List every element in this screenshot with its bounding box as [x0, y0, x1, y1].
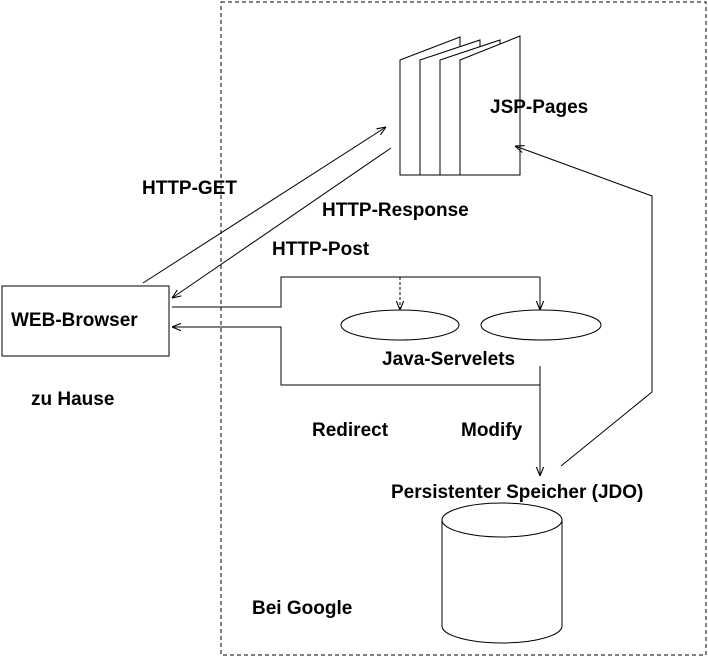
persistent-storage-label: Persistenter Speicher (JDO) [391, 482, 644, 503]
http-response-label: HTTP-Response [322, 200, 469, 221]
http-get-label: HTTP-GET [142, 178, 237, 199]
redirect-label: Redirect [312, 420, 389, 441]
storage-to-jsp-arrow [515, 146, 653, 467]
servlet-1-ellipse [340, 309, 460, 341]
http-get-arrow [142, 127, 386, 284]
http-post-label: HTTP-Post [272, 239, 370, 260]
bei-google-label: Bei Google [252, 598, 353, 619]
modify-label: Modify [461, 420, 523, 441]
web-browser-box [1, 285, 170, 357]
jsp-pages-stack-icon [399, 35, 521, 176]
servlet-2-ellipse [480, 309, 602, 341]
jsp-pages-label: JSP-Pages [490, 97, 589, 118]
database-cylinder-icon [441, 502, 563, 644]
http-response-arrow [172, 147, 392, 298]
google-boundary [220, 1, 707, 656]
web-browser-label: WEB-Browser [11, 310, 138, 331]
http-post-line [172, 276, 540, 308]
java-servelets-label: Java-Servelets [382, 349, 516, 370]
zu-hause-label: zu Hause [31, 389, 115, 410]
